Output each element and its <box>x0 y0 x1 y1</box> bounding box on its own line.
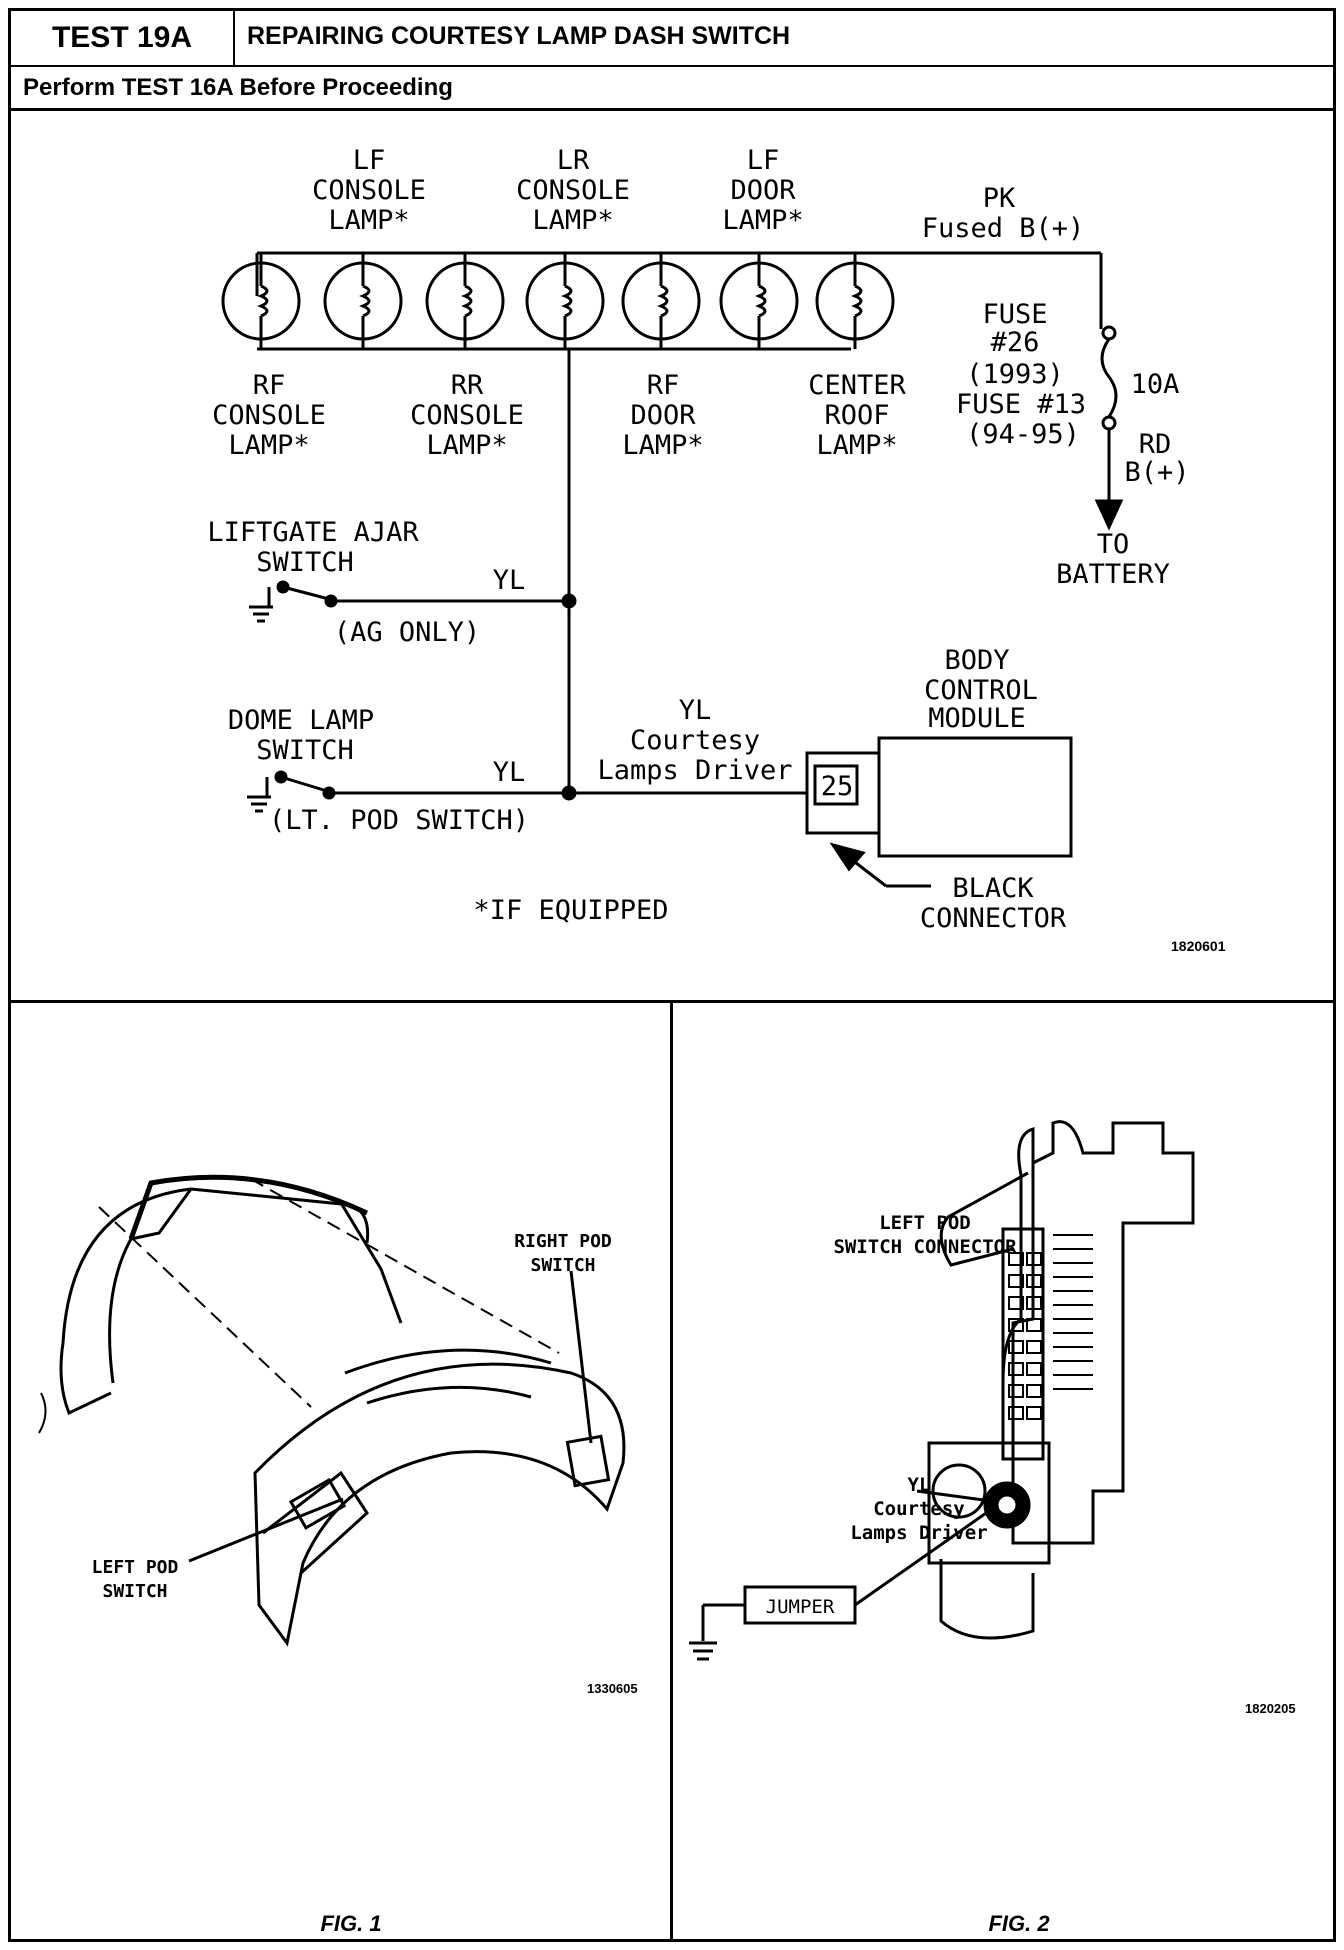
rf-door-l1: RF <box>647 370 680 401</box>
lf-door-l2: DOOR <box>730 175 796 206</box>
dome-l2: SWITCH <box>256 735 354 766</box>
feed-l1: PK <box>983 183 1016 214</box>
fig2-driver-l1: YL <box>908 1474 931 1496</box>
dome-wire: YL <box>493 757 526 788</box>
liftgate-switch-arm <box>282 585 330 601</box>
schematic-panel: LF CONSOLE LAMP* LR CONSOLE LAMP* LF DOO… <box>11 111 1333 1003</box>
fuse-symbol <box>1100 338 1118 418</box>
lr-console-l1: LR <box>557 145 590 176</box>
jumper-wire <box>854 1509 990 1607</box>
pin-number: 25 <box>821 771 854 802</box>
lamp-row <box>221 253 895 349</box>
rf-console-l1: RF <box>253 370 286 401</box>
lr-console-l3: LAMP* <box>532 205 613 236</box>
fuse-rating: 10A <box>1131 369 1180 400</box>
large-terminal <box>931 1463 987 1519</box>
left-pod-l2: SWITCH <box>102 1581 167 1602</box>
lf-door-l3: LAMP* <box>722 205 803 236</box>
schematic-fig-id: 1820601 <box>1171 938 1226 954</box>
battery-l2: BATTERY <box>1056 559 1170 590</box>
page-frame: TEST 19A REPAIRING COURTESY LAMP DASH SW… <box>8 8 1336 1942</box>
page-title: REPAIRING COURTESY LAMP DASH SWITCH <box>247 22 791 50</box>
center-roof-l1: CENTER <box>808 370 906 401</box>
liftgate-wire: YL <box>493 565 526 596</box>
subtitle: Perform TEST 16A Before Proceeding <box>11 67 1333 111</box>
rd-l1: RD <box>1139 429 1172 460</box>
rf-door-l3: LAMP* <box>622 430 703 461</box>
left-pod-l1: LEFT POD <box>92 1557 179 1578</box>
footnote: *IF EQUIPPED <box>473 895 668 926</box>
fig1-panel: RIGHT POD SWITCH LEFT POD SWITCH 1330605… <box>11 1003 673 1939</box>
liftgate-l1: LIFTGATE AJAR <box>207 517 419 548</box>
rr-console-l1: RR <box>451 370 484 401</box>
right-pod-l2: SWITCH <box>530 1255 595 1276</box>
dome-switch-arm <box>280 775 328 793</box>
ribs <box>1053 1234 1093 1390</box>
test-id: TEST 19A <box>11 11 235 65</box>
wiring-schematic <box>221 251 1124 888</box>
instrument-panel-drawing <box>38 1174 626 1647</box>
rf-console-l3: LAMP* <box>228 430 309 461</box>
fig2-driver-l2: Courtesy <box>873 1498 965 1520</box>
rf-console-l2: CONSOLE <box>212 400 326 431</box>
fuse-l4: FUSE #13 <box>956 389 1086 420</box>
bcm-l3: MODULE <box>928 703 1026 734</box>
liftgate-l2: SWITCH <box>256 547 354 578</box>
connector-title-l1: LEFT POD <box>879 1212 971 1234</box>
pod-housing <box>253 1362 626 1647</box>
dome-l1: DOME LAMP <box>228 705 374 736</box>
driver-l2: Courtesy <box>630 725 760 756</box>
fuse-l3: (1993) <box>966 359 1064 390</box>
right-pod-l1: RIGHT POD <box>514 1231 612 1252</box>
terminal-column <box>1001 1227 1045 1461</box>
center-roof-l2: ROOF <box>824 400 889 431</box>
lf-console-l2: CONSOLE <box>312 175 426 206</box>
hood-outline <box>61 1187 370 1344</box>
fig2-id: 1820205 <box>1245 1701 1296 1716</box>
right-pod-switch <box>565 1434 611 1488</box>
lf-door-l1: LF <box>747 145 780 176</box>
liftgate-note: (AG ONLY) <box>334 617 480 648</box>
connector-outline <box>1011 1120 1195 1545</box>
fuse-l5: (94-95) <box>966 419 1080 450</box>
jumper-label: JUMPER <box>766 1596 835 1618</box>
fig1-id: 1330605 <box>587 1681 638 1696</box>
fuse-l1: FUSE <box>982 299 1047 330</box>
fig1-caption: FIG. 1 <box>320 1911 381 1936</box>
schematic-labels: LF CONSOLE LAMP* LR CONSOLE LAMP* LF DOO… <box>207 145 1226 954</box>
connector-l2: CONNECTOR <box>920 903 1067 934</box>
dome-note: (LT. POD SWITCH) <box>269 805 529 836</box>
rr-console-l2: CONSOLE <box>410 400 524 431</box>
rf-door-l2: DOOR <box>630 400 696 431</box>
lower-housing <box>927 1441 1051 1565</box>
connector-title-l2: SWITCH CONNECTOR <box>833 1236 1017 1258</box>
fig2-labels: LEFT POD SWITCH CONNECTOR YL Courtesy La… <box>766 1212 1296 1936</box>
driver-l1: YL <box>679 695 712 726</box>
rr-console-l3: LAMP* <box>426 430 507 461</box>
bcm-l2: CONTROL <box>924 675 1038 706</box>
fig2-driver-l3: Lamps Driver <box>850 1522 987 1544</box>
fig1-labels: RIGHT POD SWITCH LEFT POD SWITCH 1330605… <box>92 1231 638 1936</box>
fig2-panel: LEFT POD SWITCH CONNECTOR YL Courtesy La… <box>673 1003 1333 1939</box>
driver-l3: Lamps Driver <box>597 755 792 786</box>
battery-l1: TO <box>1097 529 1130 560</box>
fig2-caption: FIG. 2 <box>988 1911 1050 1936</box>
header: TEST 19A REPAIRING COURTESY LAMP DASH SW… <box>11 11 1333 67</box>
terminal-cavities <box>1008 1252 1042 1420</box>
connector-l1: BLACK <box>952 873 1034 904</box>
left-pod-switch <box>288 1477 347 1530</box>
lf-console-l3: LAMP* <box>328 205 409 236</box>
lr-console-l2: CONSOLE <box>516 175 630 206</box>
bcm-l1: BODY <box>944 645 1009 676</box>
fuse-l2: #26 <box>991 327 1040 358</box>
battery-arrow <box>1094 499 1124 531</box>
rd-l2: B(+) <box>1124 457 1189 488</box>
bcm-connector <box>805 751 881 835</box>
feed-l2: Fused B(+) <box>922 213 1085 244</box>
lf-console-l1: LF <box>353 145 386 176</box>
connector-drawing <box>689 1120 1195 1661</box>
center-roof-l3: LAMP* <box>816 430 897 461</box>
